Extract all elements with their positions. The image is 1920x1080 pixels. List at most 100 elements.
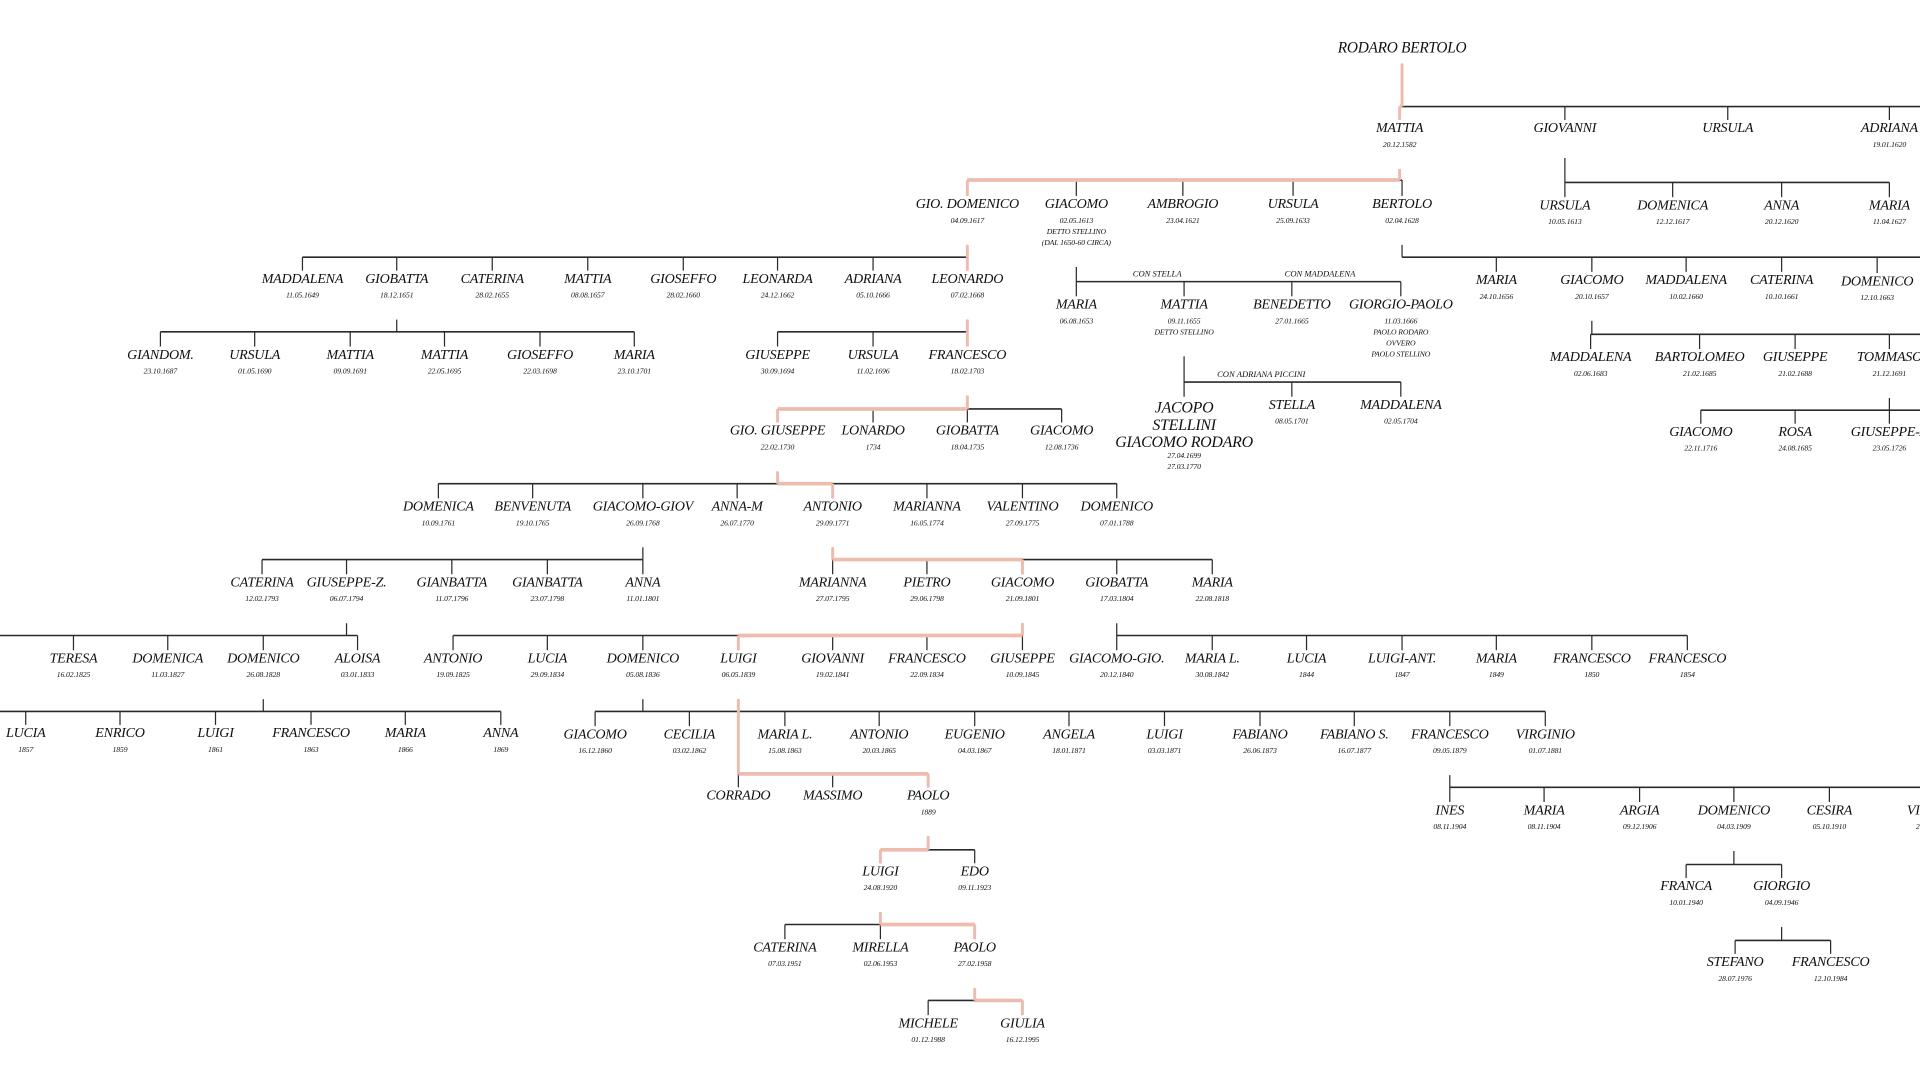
person-name: MICHELE [898, 1016, 959, 1032]
person-date: 09.11.1655 [1167, 316, 1201, 326]
person-date: 06.07.1794 [329, 594, 364, 604]
person-date: 28.07.1976 [1718, 974, 1752, 983]
person-date: 12.12.1617 [1655, 217, 1690, 226]
person-name: MATTIA [326, 347, 375, 363]
person-name: LUIGI-ANT. [1367, 651, 1437, 667]
person-name: LEONARDA [742, 271, 813, 287]
person-name: FRANCESCO [1791, 955, 1870, 970]
person-date: 20.03.1865 [862, 746, 896, 755]
person-name: STELLINI [1152, 415, 1216, 434]
person-name: ARGIA [1619, 803, 1660, 818]
person-date: 12.02.1793 [245, 594, 279, 604]
person-date: 23.10.1687 [143, 366, 178, 376]
person-name: FABIANO [1232, 727, 1288, 743]
person-name: FRANCESCO [928, 347, 1007, 363]
person-date: (DAL 1650-60 CIRCA) [1041, 238, 1111, 248]
person-name: URSULA [1267, 197, 1319, 212]
person-date: 18.12.1651 [379, 290, 414, 300]
person-name: URSULA [1539, 198, 1591, 214]
person-name: URSULA [229, 347, 281, 363]
person-name: FRANCA [1660, 879, 1712, 894]
person-name: ADRIANA [844, 271, 902, 287]
person-date: 20.12.1620 [1764, 217, 1799, 226]
person-date: 18.02.1703 [950, 366, 985, 376]
person-date: 26.07.1770 [720, 518, 754, 528]
person-node: FRANCESCO 18.02.1703 [928, 347, 1007, 377]
person-name: BENEDETTO [1253, 297, 1331, 313]
person-date: 11.04.1627 [1872, 217, 1906, 226]
person-date: 27.01.1665 [1275, 316, 1309, 326]
person-node: URSULA 01.05.1690 [229, 347, 281, 377]
person-date: 11.01.1801 [626, 594, 660, 604]
person-date: 29.09.1771 [815, 518, 850, 528]
person-date: 08.08.1657 [571, 290, 605, 300]
person-date: 23.07.1798 [530, 594, 565, 604]
person-name: GIORGIO [1753, 879, 1811, 894]
person-name: GIANBATTA [512, 575, 583, 591]
person-name: CATERINA [460, 271, 524, 287]
person-name: MATTIA [420, 347, 469, 363]
person-date: 03.01.1833 [340, 670, 375, 679]
person-name: FABIANO S. [1320, 727, 1389, 743]
person-date: 19.10.1765 [515, 518, 550, 528]
person-date: 24.08.1920 [863, 883, 898, 893]
person-date: 05.10.1666 [856, 290, 890, 300]
person-name: INES [1435, 803, 1465, 818]
person-date: 26.09.1768 [626, 518, 660, 528]
person-name: MARIA [613, 347, 655, 363]
person-date: 20.10.1657 [1575, 292, 1609, 301]
person-date: 12.10.1984 [1813, 974, 1848, 983]
person-date: 19.09.1825 [436, 670, 470, 679]
person-date: 24.08.1685 [1778, 443, 1812, 453]
person-name: DOMENICA [402, 499, 474, 515]
person-name: STELLA [1268, 397, 1316, 413]
person-name: GIOVANNI [801, 651, 865, 667]
person-date: 21.1 [1915, 822, 1920, 831]
person-name: ANNA [1764, 198, 1800, 214]
person-date: 30.09.1694 [760, 366, 795, 376]
person-date: 21.09.1801 [1005, 594, 1040, 604]
person-name: GIUSEPPE-A [1850, 424, 1920, 440]
person-name: DOMENICO [227, 651, 300, 667]
person-date: 01.07.1881 [1528, 746, 1563, 755]
person-name: URSULA [847, 347, 899, 363]
person-date: 01.05.1690 [237, 366, 272, 376]
person-name: MATTIA [564, 271, 612, 287]
person-date: OVVERO [1386, 338, 1416, 348]
person-name: MASSIMO [803, 788, 863, 804]
person-name: ANGELA [1043, 727, 1095, 743]
person-name: AMBROGIO [1147, 197, 1219, 212]
person-date: 18.01.1871 [1052, 746, 1086, 755]
person-name: MARIA [1191, 575, 1233, 591]
person-date: 29.06.1798 [910, 594, 944, 604]
person-date: 1861 [208, 745, 223, 754]
person-date: 11.07.1796 [435, 594, 469, 604]
person-name: ADRIANA [1860, 121, 1918, 136]
marriage-label: CON ADRIANA PICCINI [1217, 369, 1306, 380]
person-date: 28.02.1660 [666, 290, 701, 300]
